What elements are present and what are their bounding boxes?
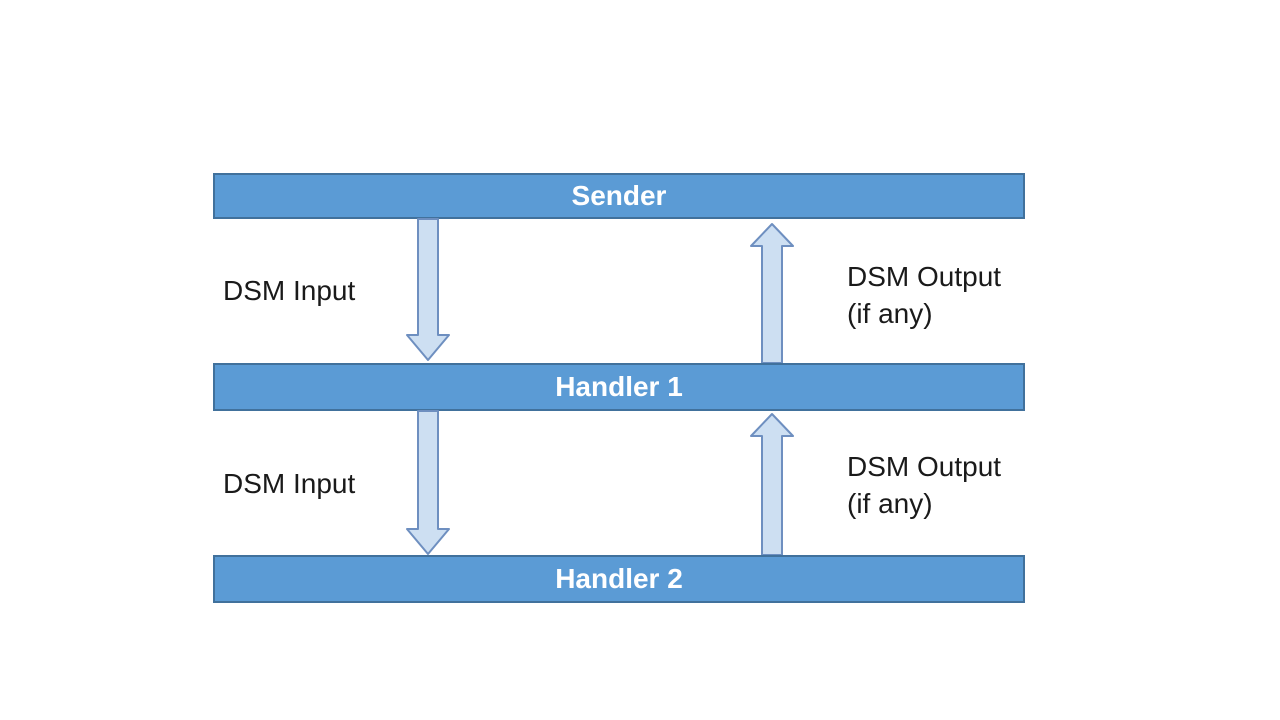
- dsm-output-label-1-line2: (if any): [847, 298, 933, 329]
- handler2-bar: Handler 2: [213, 555, 1025, 603]
- dsm-output-label-2-line2: (if any): [847, 488, 933, 519]
- dsm-output-label-2-line1: DSM Output: [847, 451, 1002, 482]
- handler2-bar-label: Handler 2: [555, 563, 683, 594]
- dsm-output-label-1-line1: DSM Output: [847, 261, 1002, 292]
- dsm-input-label-2: DSM Input: [223, 468, 356, 499]
- handler1-bar: Handler 1: [213, 363, 1025, 411]
- sender-bar-label: Sender: [571, 180, 667, 211]
- arrow-down-handler1-to-handler2-icon: [406, 410, 450, 555]
- dsm-output-label-2: DSM Output (if any): [847, 448, 1001, 522]
- dsm-output-label-1: DSM Output (if any): [847, 258, 1001, 332]
- sender-bar: Sender: [213, 173, 1025, 219]
- dsm-input-label-1: DSM Input: [223, 275, 356, 306]
- arrow-down-sender-to-handler1-icon: [406, 218, 450, 361]
- arrow-up-handler2-to-handler1-icon: [750, 413, 794, 556]
- arrow-up-handler1-to-sender-icon: [750, 223, 794, 364]
- handler1-bar-label: Handler 1: [555, 371, 683, 402]
